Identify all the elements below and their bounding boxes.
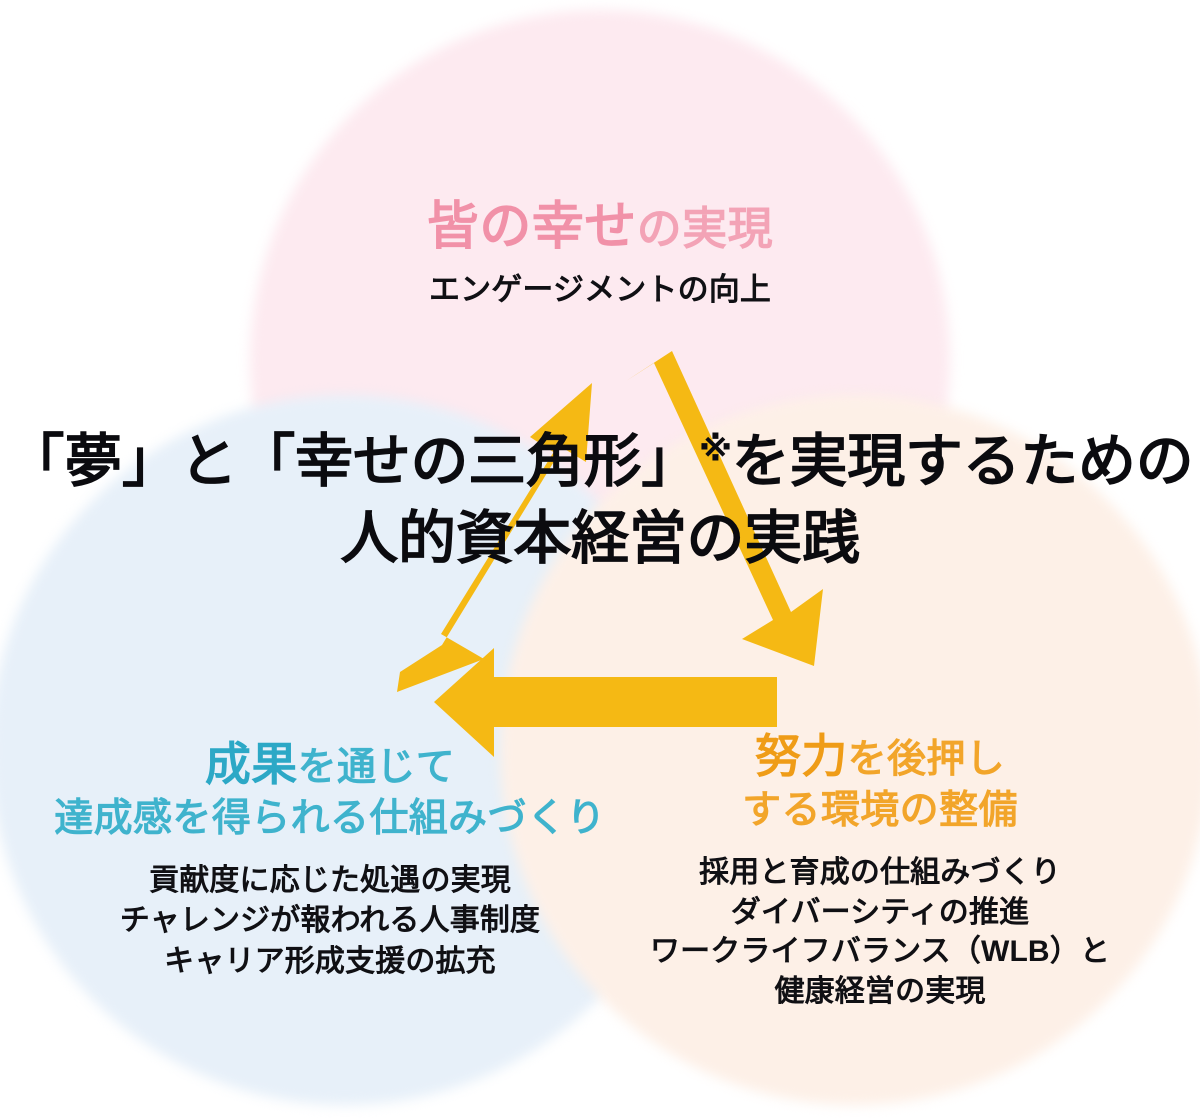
circle-effort bbox=[500, 395, 1200, 1105]
node-results-heading: 成果を通じて達成感を得られる仕組みづくり bbox=[0, 736, 660, 843]
node-effort-sub: 採用と育成の仕組みづくり ダイバーシティの推進 ワークライフバランス（WLB）と… bbox=[600, 853, 1160, 1013]
page-title: 「夢」と「幸せの三角形」※を実現するための 人的資本経営の実践 bbox=[0, 424, 1200, 577]
node-results-heading-accent: 成果 bbox=[204, 738, 298, 790]
node-results-sub-line-1: 貢献度に応じた処遇の実現 bbox=[149, 863, 511, 897]
node-results-sub-line-3: キャリア形成支援の拡充 bbox=[164, 944, 496, 978]
node-results-heading-line2: 達成感を得られる仕組みづくり bbox=[54, 797, 606, 841]
node-happiness-sub: エンゲージメントの向上 bbox=[428, 272, 772, 308]
node-happiness-heading-rest: の実現 bbox=[636, 203, 774, 254]
node-effort-heading-rest: を後押し bbox=[847, 738, 1006, 781]
node-happiness: 皆の幸せの実現 エンゲージメントの向上 bbox=[240, 196, 960, 309]
page-title-line-1a: 「夢」と「幸せの三角形」 bbox=[6, 429, 700, 494]
node-effort-sub-line-3: ワークライフバランス（WLB）と bbox=[649, 935, 1111, 969]
arrow-results-to-happiness bbox=[397, 383, 592, 692]
node-effort-sub-line-4: 健康経営の実現 bbox=[774, 975, 986, 1009]
page-title-line-1b: を実現するための bbox=[731, 429, 1194, 494]
node-results-heading-rest: を通じて bbox=[297, 746, 456, 789]
node-results-sub-line-2: チャレンジが報われる人事制度 bbox=[119, 904, 541, 938]
node-happiness-heading-accent: 皆の幸せ bbox=[426, 198, 637, 256]
arrow-effort-to-results bbox=[434, 648, 777, 757]
node-effort-heading-accent: 努力 bbox=[754, 730, 848, 782]
node-effort: 努力を後押しする環境の整備 採用と育成の仕組みづくり ダイバーシティの推進 ワー… bbox=[600, 728, 1160, 1012]
node-results-sub: 貢献度に応じた処遇の実現 チャレンジが報われる人事制度 キャリア形成支援の拡充 bbox=[0, 861, 660, 983]
node-effort-heading: 努力を後押しする環境の整備 bbox=[600, 728, 1160, 835]
node-happiness-heading: 皆の幸せの実現 bbox=[240, 196, 960, 259]
page-title-line-2: 人的資本経営の実践 bbox=[340, 505, 860, 571]
page-title-line-1: 「夢」と「幸せの三角形」※を実現するための bbox=[0, 424, 1200, 501]
arrow-happiness-to-effort bbox=[626, 351, 823, 666]
node-effort-heading-line2: する環境の整備 bbox=[742, 789, 1018, 833]
node-effort-sub-line-1: 採用と育成の仕組みづくり bbox=[699, 855, 1061, 889]
node-effort-sub-line-2: ダイバーシティの推進 bbox=[730, 895, 1030, 929]
reference-mark-icon: ※ bbox=[699, 430, 732, 469]
node-results: 成果を通じて達成感を得られる仕組みづくり 貢献度に応じた処遇の実現 チャレンジが… bbox=[0, 736, 660, 982]
